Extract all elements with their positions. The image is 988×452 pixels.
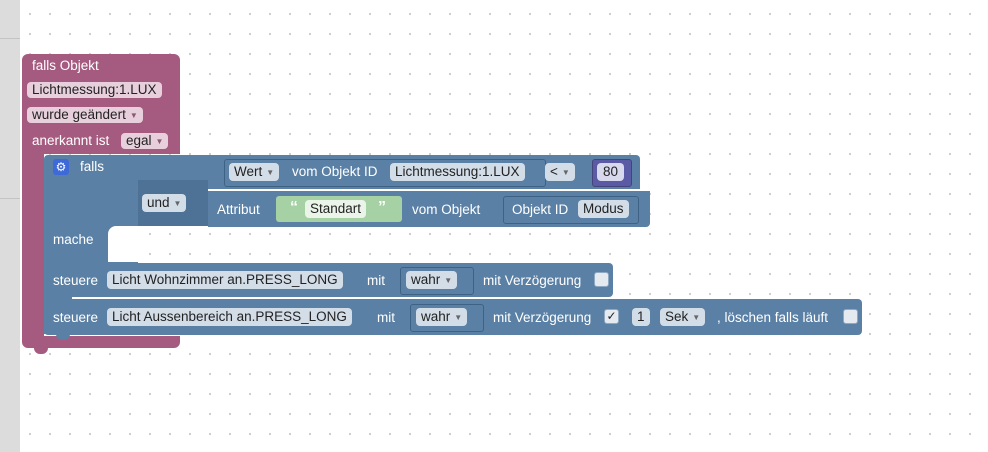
objekt-id-label: Objekt ID	[512, 202, 569, 217]
dropdown-arrow-icon: ▼	[173, 199, 182, 208]
text-field[interactable]: Standart	[305, 200, 367, 218]
toolbar-divider	[0, 198, 20, 199]
clear-running-label: , löschen falls läuft	[717, 310, 829, 325]
left-toolbar	[0, 0, 20, 452]
objekt-id-value-field[interactable]: Modus	[578, 200, 629, 218]
control2-value-dropdown[interactable]: wahr▼	[416, 308, 468, 326]
number-field[interactable]: 80	[597, 163, 625, 181]
of-object-label: vom Objekt ID	[292, 164, 378, 179]
toolbar-divider	[0, 38, 20, 39]
if-block-mache-area	[44, 226, 108, 264]
trigger-ack-label: anerkannt ist	[32, 133, 110, 148]
steuere-label: steuere	[53, 273, 99, 288]
trigger-object-id-field[interactable]: Lichtmessung:1.LUX	[27, 82, 162, 98]
control1-value-dropdown[interactable]: wahr▼	[406, 271, 458, 289]
steuere-label: steuere	[53, 310, 99, 325]
mit-label: mit	[377, 310, 395, 325]
if-block-statement-gap	[108, 226, 144, 262]
delay-label: mit Verzögerung	[493, 310, 592, 325]
trigger-change-dropdown[interactable]: wurde geändert▼	[27, 107, 143, 123]
clear-running-checkbox[interactable]	[843, 309, 858, 324]
attribut-label: Attribut	[217, 202, 260, 217]
value-attr-dropdown[interactable]: Wert▼	[229, 163, 280, 181]
dropdown-arrow-icon: ▼	[454, 313, 463, 322]
object-id-field[interactable]: Lichtmessung:1.LUX	[390, 163, 525, 181]
gear-icon[interactable]: ⚙	[53, 159, 69, 175]
delay-checkbox[interactable]	[594, 272, 609, 287]
operator-dropdown[interactable]: <▼	[545, 163, 575, 181]
dropdown-arrow-icon: ▼	[444, 276, 453, 285]
trigger-block-foot	[22, 336, 180, 348]
delay-unit-dropdown[interactable]: Sek▼	[660, 308, 706, 326]
if-label: falls	[80, 159, 105, 174]
dropdown-arrow-icon: ▼	[129, 111, 138, 120]
dropdown-arrow-icon: ▼	[692, 313, 701, 322]
trigger-title: falls Objekt	[32, 58, 99, 73]
dropdown-arrow-icon: ▼	[155, 137, 164, 146]
trigger-block-notch	[34, 348, 48, 354]
control1-target-field[interactable]: Licht Wohnzimmer an.PRESS_LONG	[107, 271, 343, 289]
dropdown-arrow-icon: ▼	[266, 168, 275, 177]
mache-label: mache	[53, 232, 94, 247]
trigger-ack-dropdown[interactable]: egal▼	[121, 133, 169, 149]
vom-objekt-label: vom Objekt	[412, 202, 481, 217]
delay-value-field[interactable]: 1	[632, 308, 650, 326]
and-operator-dropdown[interactable]: und▼	[142, 194, 187, 212]
delay-label: mit Verzögerung	[483, 273, 582, 288]
control-block-2-notch	[56, 334, 70, 340]
open-quote-icon: “	[290, 199, 298, 216]
control2-target-field[interactable]: Licht Aussenbereich an.PRESS_LONG	[107, 308, 352, 326]
dropdown-arrow-icon: ▼	[561, 168, 570, 177]
delay-checkbox[interactable]: ✓	[604, 309, 619, 324]
close-quote-icon: ”	[378, 199, 386, 216]
trigger-block-spine	[22, 150, 44, 340]
mit-label: mit	[367, 273, 385, 288]
